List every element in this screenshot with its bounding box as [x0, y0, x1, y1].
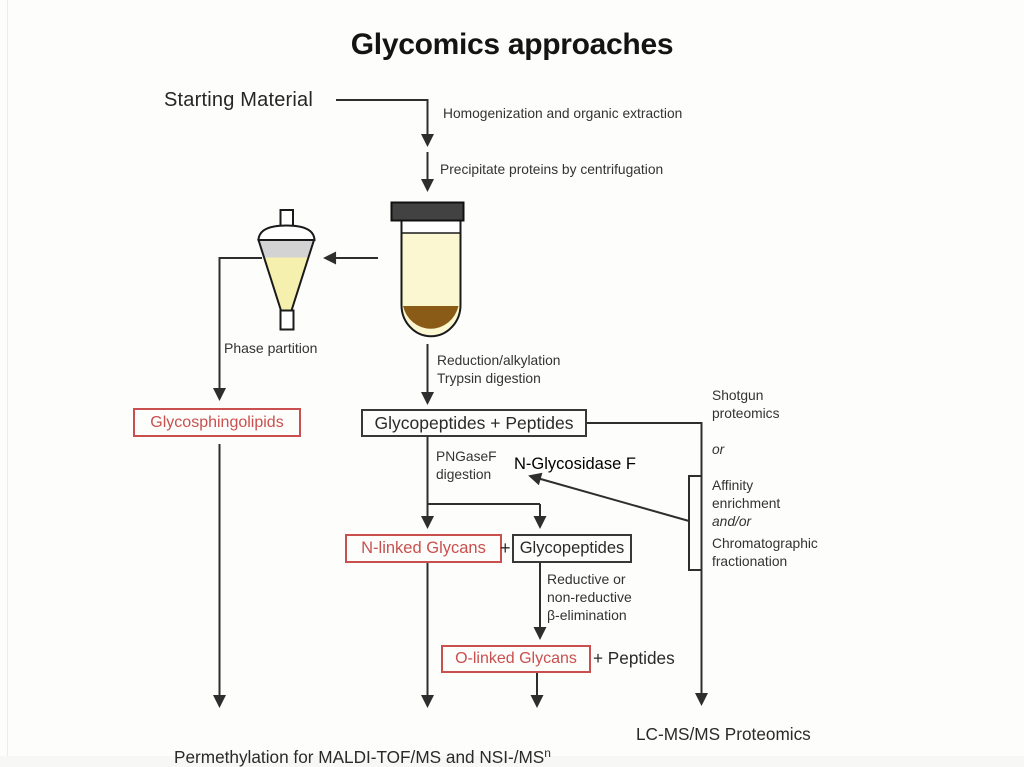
label-n-glycosidase-annotation: N-Glycosidase F	[514, 455, 636, 473]
label-precipitate-step: Precipitate proteins by centrifugation	[440, 162, 664, 177]
node-o-linked-glycans: O-linked Glycans	[441, 645, 591, 673]
permethylation-superscript-n: n	[544, 746, 551, 760]
arrow-funnel-to-glycosphingolipids	[213, 257, 262, 401]
tube-cap	[390, 201, 465, 222]
arrow-glycopeptides-to-lcms	[587, 422, 708, 706]
permethylation-text: Permethylation for MALDI-TOF/MS and NSI-…	[174, 747, 545, 767]
label-plus-peptides: + Peptides	[593, 648, 675, 668]
node-glycopeptides: Glycopeptides	[512, 534, 632, 563]
label-reduction-trypsin-step: Reduction/alkylation Trypsin digestion	[437, 353, 561, 386]
label-shotgun-proteomics: Shotgun proteomics	[712, 388, 780, 421]
label-affinity-enrichment: Affinity enrichment	[712, 478, 781, 511]
label-or: or	[712, 442, 725, 457]
slide-bottom-edge	[0, 756, 1024, 767]
sample-tube	[390, 201, 465, 338]
slide-left-edge	[7, 0, 8, 767]
tube-sediment	[403, 306, 459, 329]
funnel-lower-layer	[263, 257, 309, 310]
label-homogenization-step: Homogenization and organic extraction	[443, 106, 683, 121]
node-glycosphingolipids: Glycosphingolipids	[133, 408, 301, 437]
bracket-enrichment	[688, 475, 701, 571]
label-starting-material: Starting Material	[164, 89, 314, 111]
tube-outline	[400, 220, 462, 338]
label-plus: +	[500, 538, 511, 558]
label-chromatographic-fractionation: Chromatographic fractionation	[712, 536, 818, 569]
label-permethylation-output: Permethylation for MALDI-TOF/MS and NSI-…	[174, 722, 551, 767]
arrow-enrichment-to-nglycosidase	[528, 472, 690, 522]
label-and-or: and/or	[712, 514, 752, 529]
slide-title: Glycomics approaches	[350, 28, 674, 61]
node-glycopeptides-peptides: Glycopeptides + Peptides	[361, 409, 587, 437]
node-n-linked-glycans: N-linked Glycans	[345, 534, 502, 563]
label-phase-partition: Phase partition	[224, 340, 318, 356]
funnel-top-stem	[279, 209, 294, 228]
funnel-upper-layer	[259, 240, 314, 258]
label-pngasef-step: PNGaseF digestion	[436, 449, 497, 482]
funnel-dome	[257, 224, 316, 241]
arrow-startingmaterial-to-homogenization	[336, 99, 434, 147]
funnel-bottom-stem	[279, 309, 295, 331]
label-beta-elimination-step: Reductive or non-reductive β-elimination	[547, 571, 632, 623]
separatory-funnel	[257, 209, 316, 331]
label-lcms-output: LC-MS/MS Proteomics	[636, 724, 811, 744]
